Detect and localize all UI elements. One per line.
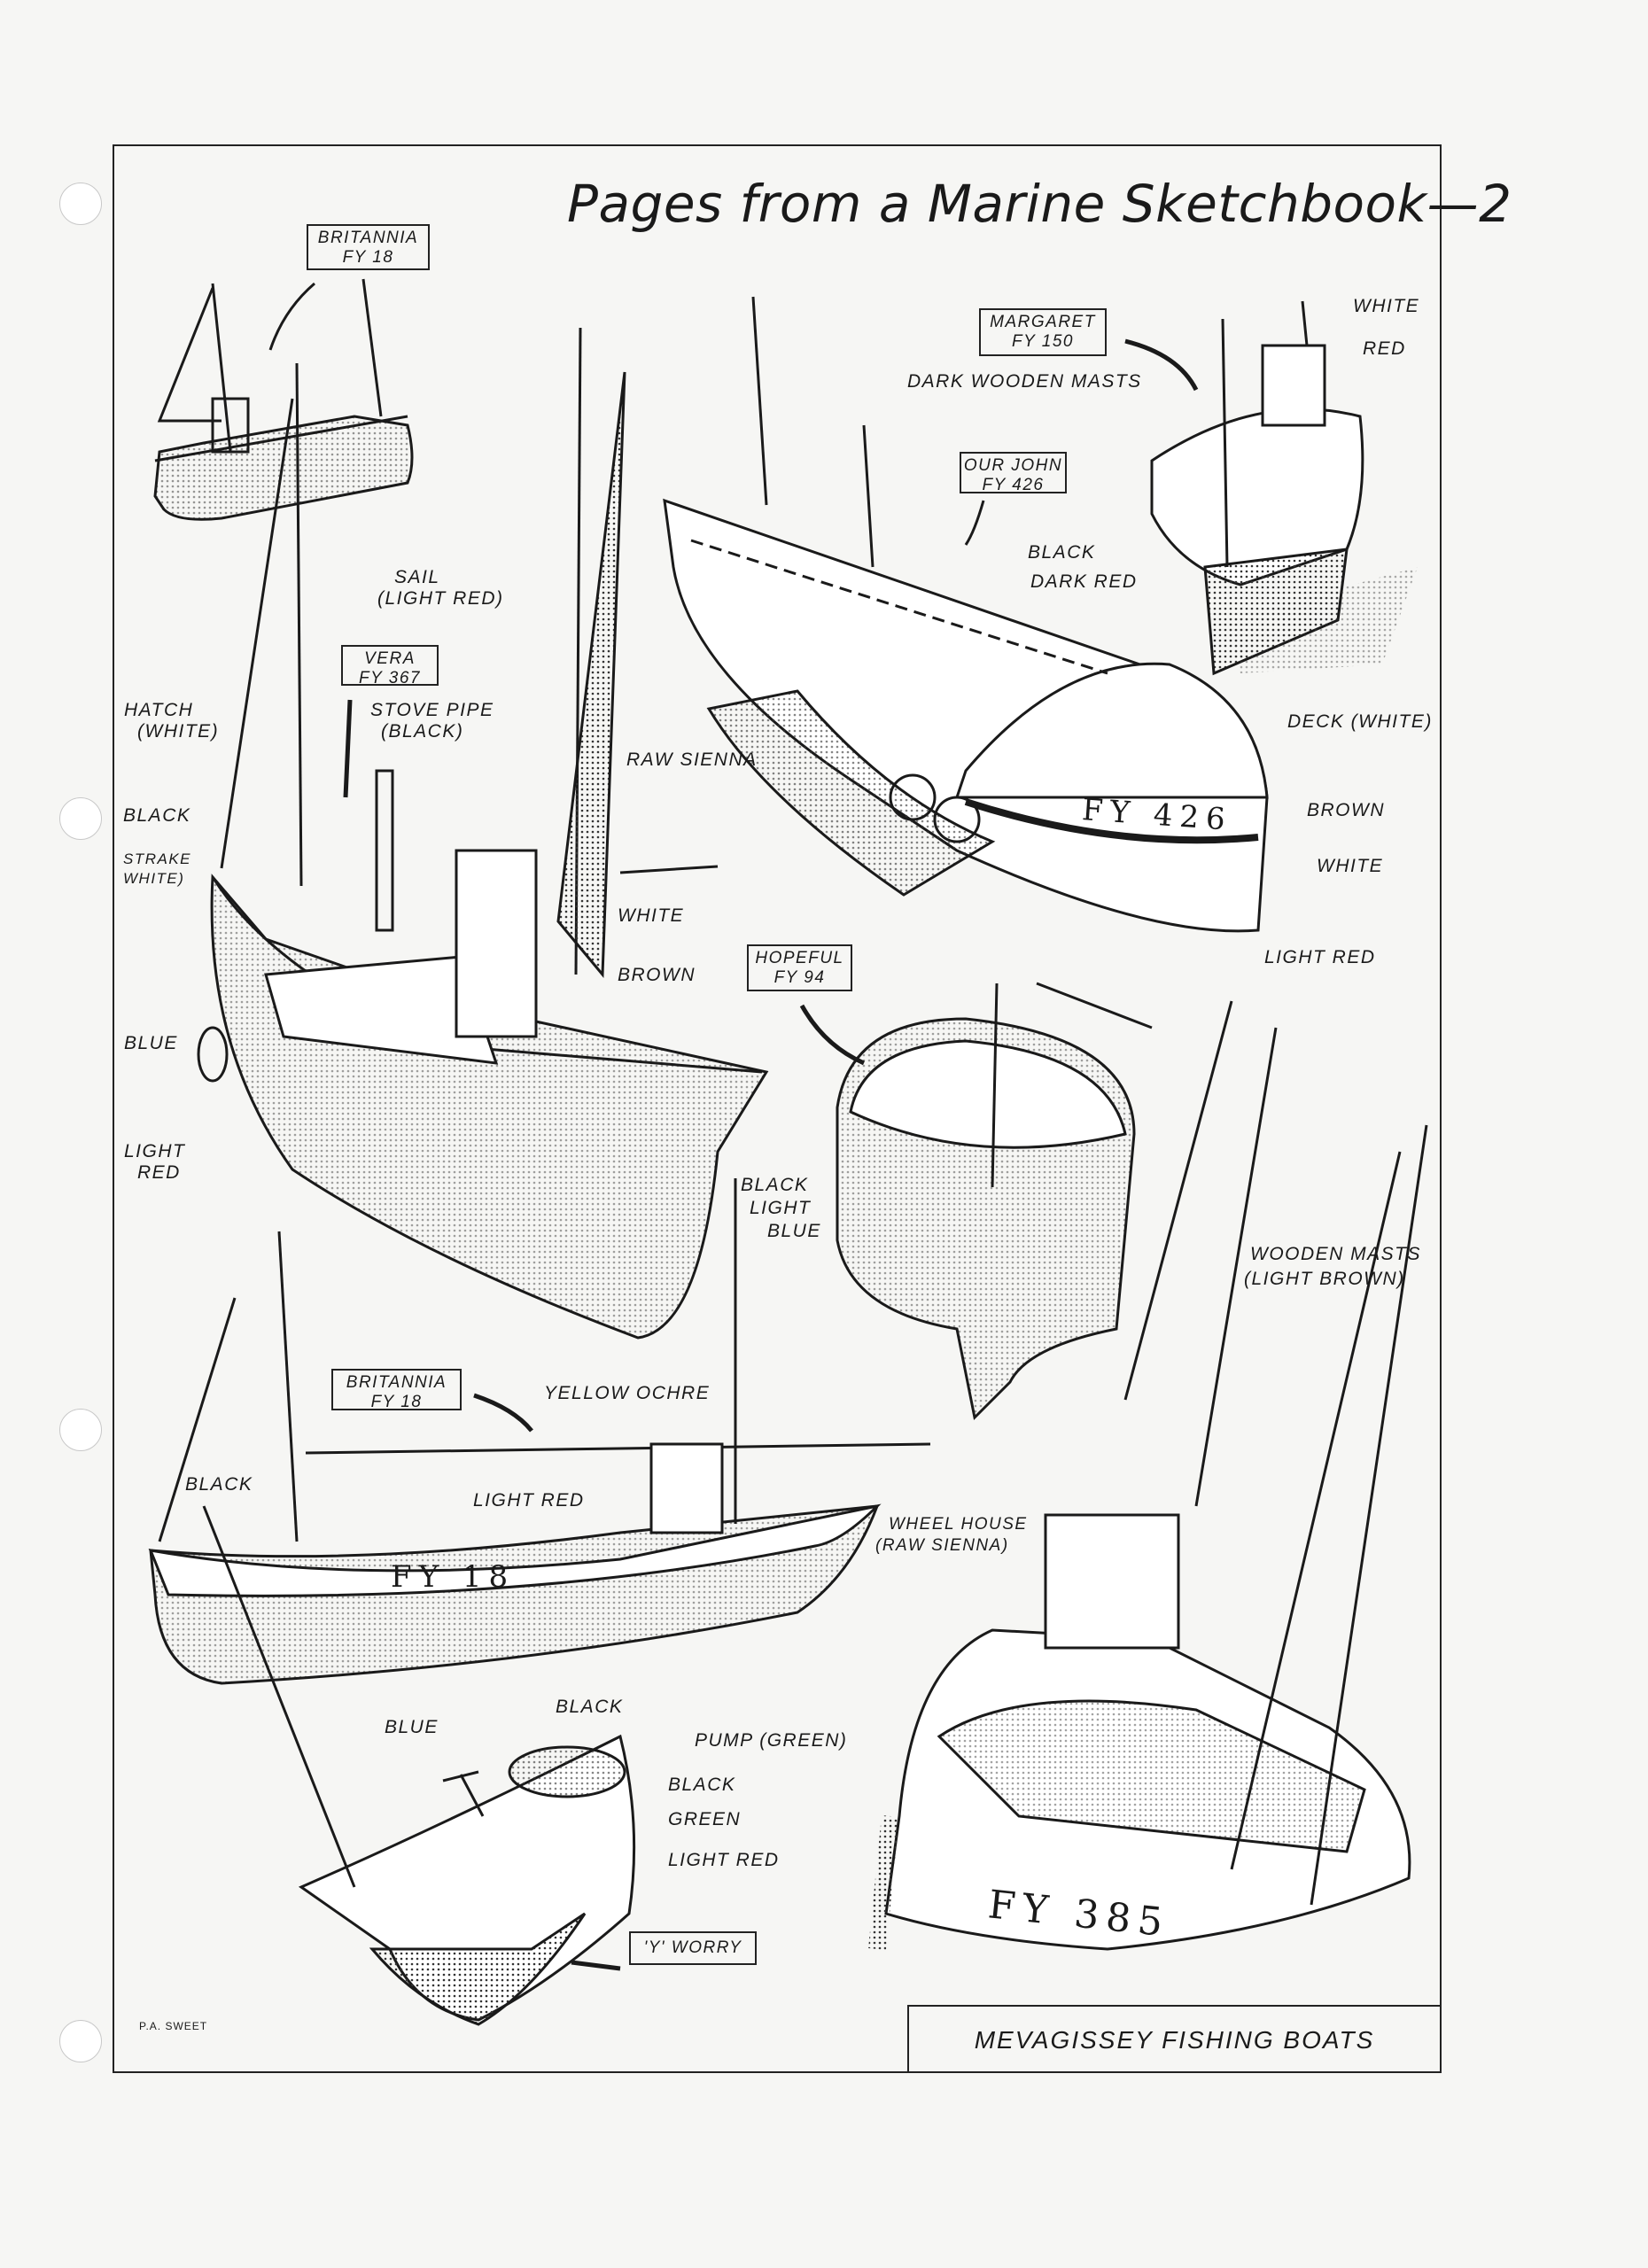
label-red: RED xyxy=(1363,338,1406,359)
label-blue: BLUE xyxy=(385,1717,439,1737)
boat-name: HOPEFUL xyxy=(755,949,844,967)
label-light: LIGHT xyxy=(124,1141,186,1161)
label-strake: STRAKE xyxy=(123,850,192,867)
label-light-red: LIGHT RED xyxy=(668,1850,780,1870)
label-black: BLACK xyxy=(556,1697,624,1717)
boat-name: MARGARET xyxy=(990,313,1096,331)
label-strake-colour: WHITE) xyxy=(123,870,185,887)
boat-name: 'Y' WORRY xyxy=(643,1938,742,1957)
label-wheel-house: WHEEL HOUSE xyxy=(889,1515,1028,1534)
label-brown: BROWN xyxy=(1307,800,1385,820)
label-blue: BLUE xyxy=(124,1033,178,1053)
label-light-red: LIGHT RED xyxy=(1264,947,1376,967)
punch-hole xyxy=(59,797,102,840)
label-dark-red: DARK RED xyxy=(1030,571,1138,592)
boat-britannia-side xyxy=(148,1178,931,1685)
label-white: WHITE xyxy=(618,905,685,926)
boat-vera xyxy=(197,327,769,1340)
artist-signature: P.A. SWEET xyxy=(139,2020,208,2032)
boat-name: BRITANNIA xyxy=(346,1373,447,1392)
label-black: BLACK xyxy=(1028,542,1096,563)
label-light-red: LIGHT RED xyxy=(473,1490,585,1511)
arrow-y-worry xyxy=(571,1960,621,1971)
arrow-our-john xyxy=(964,500,985,546)
arrow-margaret xyxy=(1124,338,1199,392)
punch-hole xyxy=(59,183,102,225)
arrow-britannia-side xyxy=(473,1393,533,1433)
boat-reg: FY 367 xyxy=(359,669,421,687)
arrow-vera xyxy=(343,699,353,798)
label-black: BLACK xyxy=(741,1175,809,1195)
punch-hole xyxy=(59,1409,102,1451)
label-sail-colour: (LIGHT RED) xyxy=(377,588,504,609)
label-yellow-ochre: YELLOW OCHRE xyxy=(544,1383,711,1403)
label-pump: PUMP (GREEN) xyxy=(695,1730,848,1751)
label-hatch-colour: (WHITE) xyxy=(137,721,220,742)
boat-reg: FY 150 xyxy=(1012,332,1074,351)
label-deck-white: DECK (WHITE) xyxy=(1287,711,1433,732)
label-blue: BLUE xyxy=(767,1221,821,1241)
punch-hole xyxy=(59,2020,102,2062)
boat-y-worry xyxy=(202,1505,636,2026)
boat-fy385 xyxy=(868,1000,1428,1951)
label-black: BLACK xyxy=(668,1775,736,1795)
label-black: BLACK xyxy=(185,1474,253,1495)
boat-reg: FY 18 xyxy=(342,248,394,267)
boat-our-john xyxy=(663,296,1269,933)
boat-hopeful xyxy=(836,982,1153,1421)
label-black: BLACK xyxy=(123,805,191,826)
label-wooden-masts-colour: (LIGHT BROWN) xyxy=(1244,1269,1405,1289)
boat-reg: FY 426 xyxy=(982,476,1045,494)
label-wooden-masts: WOODEN MASTS xyxy=(1250,1244,1422,1264)
arrow-hopeful xyxy=(799,1004,866,1066)
label-white: WHITE xyxy=(1317,856,1384,876)
boat-margaret xyxy=(1150,300,1418,676)
label-hatch: HATCH xyxy=(124,700,194,720)
label-stove-pipe-colour: (BLACK) xyxy=(381,721,464,742)
label-stove-pipe: STOVE PIPE xyxy=(370,700,494,720)
label-light: LIGHT xyxy=(750,1198,812,1218)
arrow-britannia xyxy=(268,282,315,351)
label-sail: SAIL xyxy=(394,567,440,587)
page-frame xyxy=(113,144,1442,2073)
boat-name: BRITANNIA xyxy=(317,229,419,247)
label-green: GREEN xyxy=(668,1809,742,1829)
label-wheel-house-colour: (RAW SIENNA) xyxy=(875,1536,1009,1555)
label-white: WHITE xyxy=(1353,296,1420,316)
label-raw-sienna: RAW SIENNA xyxy=(626,750,758,770)
label-dark-wooden-masts: DARK WOODEN MASTS xyxy=(907,371,1142,392)
label-brown: BROWN xyxy=(618,965,696,985)
caption-box: MEVAGISSEY FISHING BOATS xyxy=(907,2005,1440,2071)
boat-reg: FY 94 xyxy=(773,968,826,987)
boat-britannia-top xyxy=(153,278,414,521)
caption-text: MEVAGISSEY FISHING BOATS xyxy=(974,2026,1375,2054)
boat-name: VERA xyxy=(364,649,416,668)
boat-name: OUR JOHN xyxy=(963,456,1063,475)
name-box-y-worry: 'Y' WORRY xyxy=(629,1931,757,1965)
boat-reg: FY 18 xyxy=(370,1393,423,1411)
label-red: RED xyxy=(137,1162,181,1183)
hull-marking-fy18: FY 18 xyxy=(391,1559,516,1595)
page-title: Pages from a Marine Sketchbook—2 xyxy=(567,174,1512,234)
